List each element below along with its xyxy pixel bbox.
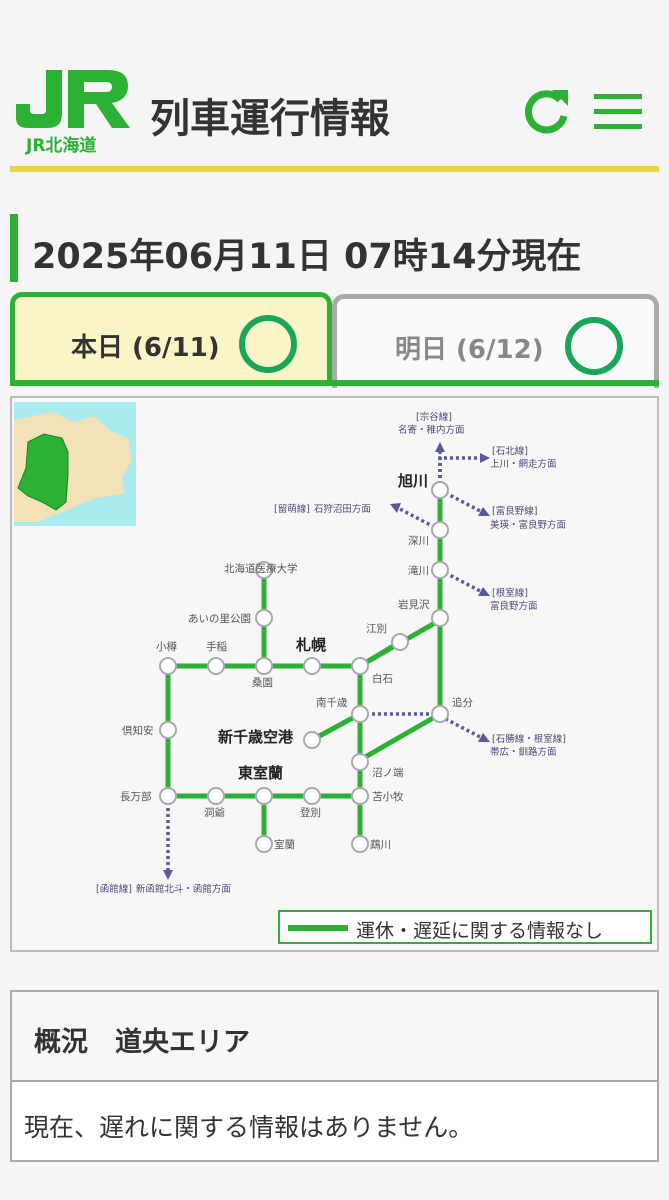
dir-hakodate: [函館線]新函館北斗・函館方面 bbox=[96, 883, 231, 895]
station-iwamizawa[interactable] bbox=[431, 609, 449, 627]
timestamp: 2025年06月11日 07時14分現在 bbox=[32, 237, 582, 277]
station-numanohata[interactable] bbox=[351, 753, 369, 771]
tab-today[interactable]: 本日 (6/11) bbox=[10, 292, 332, 386]
station-otaru[interactable] bbox=[159, 657, 177, 675]
label-ainosato: あいの里公園 bbox=[188, 613, 251, 625]
dir-sekihoku-dest: 上川・網走方面 bbox=[490, 458, 557, 470]
tab-tomorrow-label: 明日 (6/12) bbox=[395, 335, 544, 365]
dir-soya-dest: 名寄・稚内方面 bbox=[398, 424, 465, 436]
station-oiwake[interactable] bbox=[431, 705, 449, 723]
dir-furano-dest: 美瑛・富良野方面 bbox=[490, 519, 566, 531]
label-oiwake: 追分 bbox=[452, 696, 473, 709]
tab-today-label: 本日 (6/11) bbox=[71, 333, 220, 363]
status-ok-icon bbox=[239, 315, 297, 373]
label-teine: 手稲 bbox=[206, 640, 227, 653]
station-shiroishi[interactable] bbox=[351, 657, 369, 675]
route-map: 旭川 深川 滝川 岩見沢 江別 白石 札幌 桑園 手稲 小樽 あいの里公園 北海… bbox=[10, 396, 659, 952]
label-mukawa: 鵡川 bbox=[370, 838, 391, 851]
label-tomakomai: 苫小牧 bbox=[372, 790, 404, 803]
station-teine[interactable] bbox=[207, 657, 225, 675]
station-iryodai[interactable] bbox=[255, 561, 273, 579]
overview-header: 概況 道央エリア bbox=[12, 992, 657, 1082]
label-asahikawa: 旭川 bbox=[397, 472, 428, 490]
dir-furano-line: [富良野線] bbox=[492, 505, 537, 517]
direction-labels: [宗谷線] 名寄・稚内方面 [石北線] 上川・網走方面 [富良野線] 美瑛・富良… bbox=[96, 411, 566, 895]
dir-nemuro-line: [根室線] bbox=[492, 587, 528, 599]
legend-text: 運休・遅延に関する情報なし bbox=[356, 920, 604, 942]
label-noboribetsu: 登別 bbox=[300, 806, 321, 819]
dir-sekihoku-line: [石北線] bbox=[492, 445, 528, 457]
station-sapporo[interactable] bbox=[303, 657, 321, 675]
page-title: 列車運行情報 bbox=[150, 96, 390, 142]
map-legend: 運休・遅延に関する情報なし bbox=[278, 910, 652, 944]
jr-hokkaido-logo[interactable]: JR北海道 bbox=[12, 62, 134, 156]
overview-panel: 概況 道央エリア 現在、遅れに関する情報はありません。 bbox=[10, 990, 659, 1162]
label-ebetsu: 江別 bbox=[366, 623, 387, 635]
timestamp-accent bbox=[10, 214, 18, 282]
station-muroran[interactable] bbox=[255, 835, 273, 853]
station-fukagawa[interactable] bbox=[431, 521, 449, 539]
direction-arrowheads bbox=[163, 442, 490, 880]
label-shinchitose: 新千歳空港 bbox=[218, 728, 294, 746]
dir-nemuro-dest: 富良野方面 bbox=[490, 600, 538, 612]
menu-icon[interactable] bbox=[592, 92, 644, 132]
overview-message: 現在、遅れに関する情報はありません。 bbox=[24, 1113, 474, 1142]
dir-soya-line: [宗谷線] bbox=[416, 411, 452, 423]
overview-title: 概況 道央エリア bbox=[34, 1027, 250, 1058]
label-sapporo: 札幌 bbox=[295, 636, 326, 654]
area-thumbnail[interactable] bbox=[14, 402, 136, 526]
label-soen: 桑園 bbox=[252, 677, 273, 689]
station-kutchan[interactable] bbox=[159, 721, 177, 739]
dir-sekisho-line: [石勝線・根室線] bbox=[492, 733, 566, 745]
header: JR北海道 列車運行情報 bbox=[0, 0, 669, 172]
station-oshamambe[interactable] bbox=[159, 787, 177, 805]
label-oshamambe: 長万部 bbox=[120, 790, 152, 803]
label-muroran: 室蘭 bbox=[274, 838, 295, 851]
label-kutchan: 倶知安 bbox=[122, 724, 154, 737]
legend-line-swatch bbox=[288, 925, 348, 931]
station-tomakomai[interactable] bbox=[351, 787, 369, 805]
tab-underline bbox=[10, 380, 659, 386]
label-otaru: 小樽 bbox=[156, 640, 177, 653]
station-soen[interactable] bbox=[255, 657, 273, 675]
station-ainosato[interactable] bbox=[255, 609, 273, 627]
label-takikawa: 滝川 bbox=[408, 565, 429, 577]
station-higashimuroran[interactable] bbox=[255, 787, 273, 805]
label-toya: 洞爺 bbox=[204, 806, 225, 819]
label-iryodai: 北海道医療大学 bbox=[224, 562, 298, 575]
station-toya[interactable] bbox=[207, 787, 225, 805]
logo-text: JR北海道 bbox=[25, 135, 96, 156]
label-minamichitose: 南千歳 bbox=[316, 696, 348, 709]
label-shiroishi: 白石 bbox=[372, 672, 393, 685]
station-asahikawa[interactable] bbox=[431, 481, 449, 499]
label-higashimuroran: 東室蘭 bbox=[238, 764, 283, 782]
station-shinchitose[interactable] bbox=[303, 731, 321, 749]
refresh-icon[interactable] bbox=[520, 86, 572, 138]
station-minamichitose[interactable] bbox=[351, 705, 369, 723]
label-fukagawa: 深川 bbox=[408, 535, 429, 547]
station-ebetsu[interactable] bbox=[391, 633, 409, 651]
status-ok-icon bbox=[565, 317, 623, 375]
station-noboribetsu[interactable] bbox=[303, 787, 321, 805]
station-mukawa[interactable] bbox=[351, 835, 369, 853]
dir-rumoi: [留萌線]石狩沼田方面 bbox=[274, 503, 371, 515]
tab-tomorrow[interactable]: 明日 (6/12) bbox=[332, 294, 659, 388]
label-numanohata: 沼ノ端 bbox=[372, 766, 404, 779]
stations bbox=[159, 481, 449, 853]
label-iwamizawa: 岩見沢 bbox=[398, 598, 430, 611]
station-takikawa[interactable] bbox=[431, 561, 449, 579]
dir-sekisho-dest: 帯広・釧路方面 bbox=[490, 746, 557, 758]
station-labels: 旭川 深川 滝川 岩見沢 江別 白石 札幌 桑園 手稲 小樽 あいの里公園 北海… bbox=[120, 472, 473, 851]
header-divider bbox=[10, 166, 659, 172]
